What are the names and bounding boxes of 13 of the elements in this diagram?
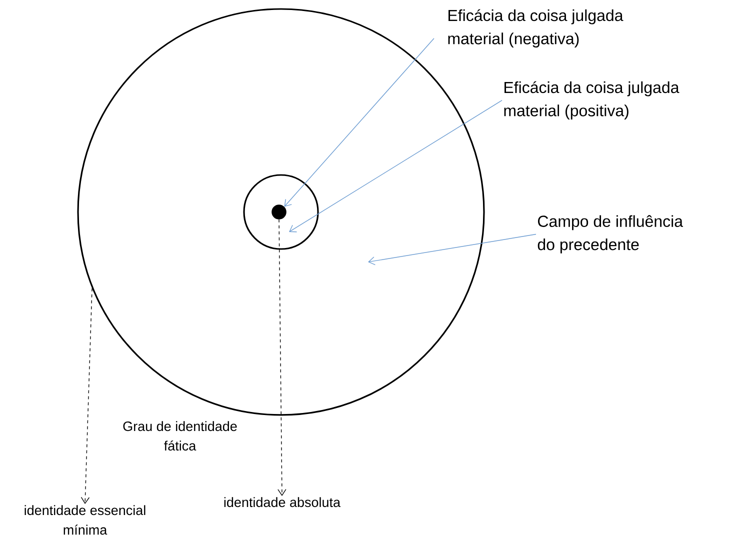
dashed-arrow [80, 288, 92, 504]
callout-text: identidade essencial mínima [24, 505, 146, 535]
dashed-arrow [278, 219, 286, 496]
callout-text: Eficácia da coisa julgada material (positiva) [504, 81, 680, 120]
callout-text: identidade absoluta [224, 497, 341, 508]
center-dot [272, 204, 286, 220]
callout-text: Campo de influência do precedente [538, 215, 684, 254]
callout-text: Eficácia da coisa julgada material (negativa) [448, 9, 624, 48]
leader-line [289, 100, 502, 232]
leader-line [368, 234, 536, 266]
axis-label: Grau de identidade fática [123, 421, 237, 451]
leader-line [284, 38, 434, 207]
inner-circle [243, 174, 319, 250]
